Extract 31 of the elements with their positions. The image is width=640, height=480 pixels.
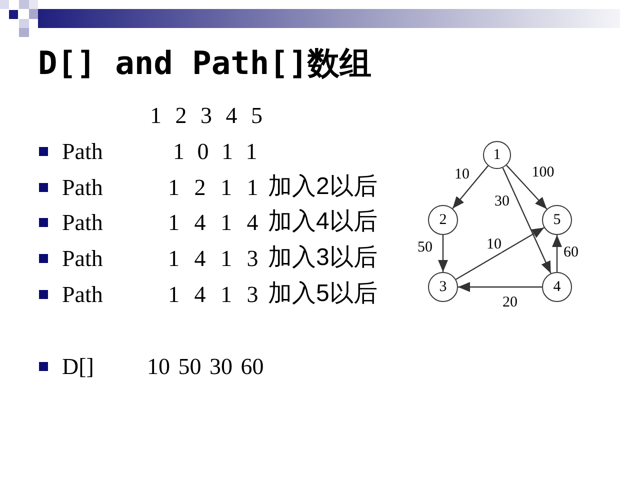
- note-text: 加入2以后: [268, 175, 378, 199]
- table-text: D[]: [62, 354, 94, 378]
- table-text: 1 2 1 1: [168, 176, 258, 198]
- arrow: [456, 227, 544, 280]
- edge-label: 10: [486, 238, 502, 252]
- table-text: Path: [62, 176, 103, 198]
- vertex-circle: 5: [542, 205, 572, 235]
- table-text: 1 4 1 4: [168, 210, 258, 234]
- vertex-circle: 2: [428, 205, 458, 235]
- table-text: Path: [62, 140, 103, 162]
- arrow: [506, 164, 548, 210]
- arrow: [452, 165, 489, 209]
- vertex-circle: 4: [542, 272, 572, 302]
- slide-title: D[] and Path[]数组: [38, 46, 372, 80]
- table-text: Path: [62, 210, 103, 234]
- note-text: 加入3以后: [268, 246, 378, 270]
- table-text: 1 0 1 1: [173, 140, 258, 162]
- arrow: [458, 282, 542, 292]
- note-text: 加入4以后: [268, 210, 378, 234]
- table-text: Path: [62, 282, 103, 306]
- arrow: [552, 235, 562, 272]
- arrow: [438, 235, 448, 272]
- table-text: Path: [62, 246, 103, 270]
- note-text: 加入5以后: [268, 282, 378, 306]
- arrow: [502, 167, 552, 274]
- vertex-circle: 3: [428, 272, 458, 302]
- table-text: 1 4 1 3: [168, 246, 258, 270]
- table-text: 1 2 3 4 5: [150, 104, 262, 126]
- table-text: 1 4 1 3: [168, 282, 258, 306]
- table-text: 10 50 30 60: [147, 354, 264, 378]
- vertex-circle: 1: [483, 141, 511, 169]
